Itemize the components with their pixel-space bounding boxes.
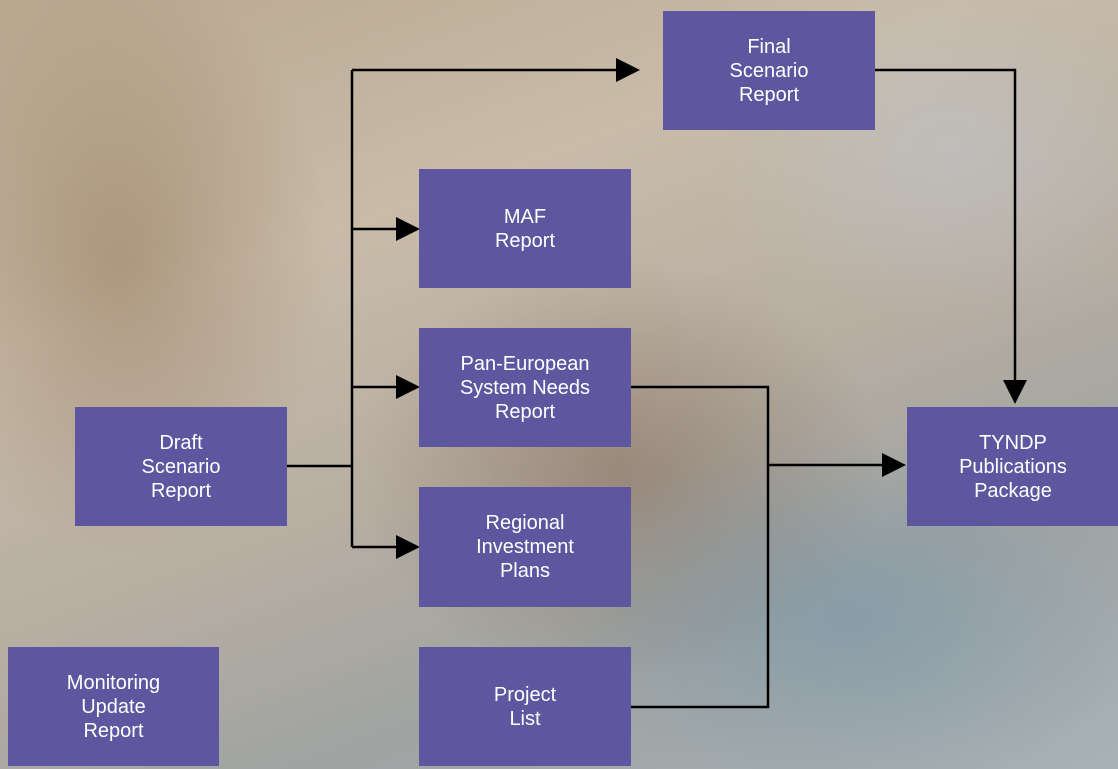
arrowhead-pan-european: [396, 375, 420, 399]
arrowhead-regional: [396, 535, 420, 559]
arrowhead-maf: [396, 217, 420, 241]
node-tyndp-label: TYNDP Publications Package: [959, 431, 1067, 502]
node-regional-label: Regional Investment Plans: [476, 512, 574, 582]
arrowhead-tyndp-top: [1003, 380, 1027, 404]
node-tyndp-publications-package: TYNDP Publications Package: [907, 407, 1118, 526]
node-pan-european-report: Pan-European System Needs Report: [419, 328, 631, 447]
node-draft-scenario-label: Draft Scenario Report: [141, 431, 221, 502]
arrowhead-final-scenario: [616, 58, 640, 82]
arrowhead-tyndp-left: [882, 453, 906, 477]
node-project-list: Project List: [419, 647, 631, 766]
node-monitoring-label: Monitoring Update Report: [66, 671, 161, 742]
node-maf-label: MAF Report: [494, 205, 556, 252]
node-project-list-label: Project List: [493, 683, 557, 730]
node-monitoring-update-report: Monitoring Update Report: [8, 647, 219, 766]
node-regional-investment-plans: Regional Investment Plans: [419, 487, 631, 607]
node-pan-european-label: Pan-European System Needs Report: [459, 352, 591, 423]
edge-pan-to-merge: [631, 385, 770, 709]
node-maf-report: MAF Report: [419, 169, 631, 288]
edge-final-to-tyndp: [875, 68, 1017, 384]
node-draft-scenario-report: Draft Scenario Report: [75, 407, 287, 526]
node-final-scenario-report: Final Scenario Report: [663, 11, 875, 130]
node-final-scenario-label: Final Scenario Report: [729, 35, 809, 106]
